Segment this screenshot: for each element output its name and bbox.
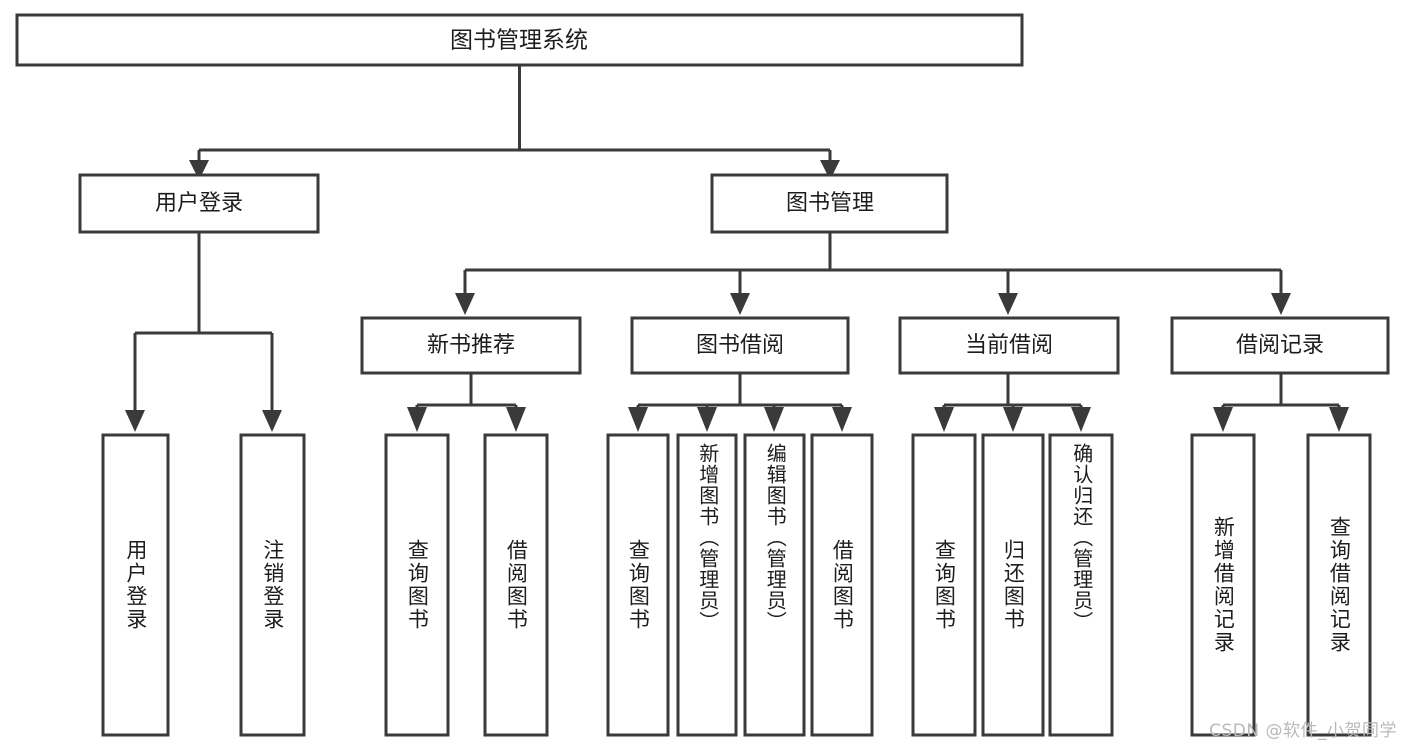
node-box-query-book-2[interactable] — [606, 433, 670, 737]
node-label-root: 图书管理系统 — [450, 28, 588, 54]
arrowhead-add-book-admin — [697, 407, 717, 432]
node-box-query-borrow-record[interactable] — [1306, 433, 1372, 737]
node-box-user-login-action[interactable] — [101, 433, 170, 737]
node-label-user-login: 用户登录 — [155, 191, 243, 216]
csdn-watermark: CSDN @软件_小贺同学 — [1209, 721, 1397, 741]
arrowhead-query-borrow-record — [1329, 407, 1349, 432]
connector-group-borrow-record — [1213, 373, 1349, 432]
node-box-query-book-3[interactable] — [911, 433, 977, 737]
arrowhead-user-logout-action — [262, 410, 282, 432]
node-user-login[interactable]: 用户登录 — [78, 173, 320, 234]
arrowhead-query-book-2 — [628, 407, 648, 432]
arrowhead-new-book-recommend — [455, 293, 475, 315]
connector-group-current-borrow — [934, 373, 1091, 432]
node-box-new-book-recommend[interactable] — [360, 316, 582, 375]
connector-group-book-manage — [455, 232, 1291, 315]
node-box-borrow-book-1[interactable] — [483, 433, 549, 737]
connector-group-user-login — [125, 232, 282, 432]
arrowhead-borrow-book-1 — [506, 407, 526, 432]
node-book-borrow[interactable]: 图书借阅 — [630, 316, 850, 375]
node-label-current-borrow: 当前借阅 — [965, 333, 1053, 358]
node-box-add-book-admin[interactable] — [676, 433, 738, 737]
node-box-current-borrow[interactable] — [898, 316, 1120, 375]
node-box-confirm-return-admin[interactable] — [1048, 433, 1114, 737]
arrowhead-borrow-record — [1271, 293, 1291, 315]
node-box-borrow-book-2[interactable] — [810, 433, 874, 737]
arrowhead-add-borrow-record — [1213, 407, 1233, 432]
arrowhead-borrow-book-2 — [832, 407, 852, 432]
node-box-query-book-1[interactable] — [384, 433, 450, 737]
node-label-borrow-record: 借阅记录 — [1236, 333, 1324, 358]
node-label-new-book-recommend: 新书推荐 — [427, 333, 515, 358]
arrowhead-user-login-action — [125, 410, 145, 432]
arrowhead-book-borrow — [730, 293, 750, 315]
node-label-book-borrow: 图书借阅 — [696, 333, 784, 358]
arrowhead-query-book-1 — [407, 407, 427, 432]
node-label-book-manage: 图书管理 — [786, 191, 874, 216]
arrowhead-book-manage — [820, 160, 840, 180]
node-new-book-recommend[interactable]: 新书推荐 — [360, 316, 582, 375]
arrowhead-query-book-3 — [934, 407, 954, 432]
node-box-return-book[interactable] — [981, 433, 1045, 737]
node-box-edit-book-admin[interactable] — [743, 433, 806, 737]
node-book-manage[interactable]: 图书管理 — [710, 173, 949, 234]
node-box-book-borrow[interactable] — [630, 316, 850, 375]
node-root[interactable]: 图书管理系统 — [15, 13, 1024, 67]
arrowhead-current-borrow — [998, 293, 1018, 315]
connector-group-root — [189, 65, 840, 180]
connector-group-book-borrow — [628, 373, 852, 432]
node-borrow-record[interactable]: 借阅记录 — [1170, 316, 1390, 375]
node-box-user-logout-action[interactable] — [239, 433, 306, 737]
arrowhead-edit-book-admin — [764, 407, 784, 432]
node-box-user-login[interactable] — [78, 173, 320, 234]
node-box-add-borrow-record[interactable] — [1190, 433, 1256, 737]
node-current-borrow[interactable]: 当前借阅 — [898, 316, 1120, 375]
arrowhead-user-login — [189, 160, 209, 180]
arrowhead-confirm-return-admin — [1071, 407, 1091, 432]
arrowhead-return-book — [1003, 407, 1023, 432]
leaf-boxes — [101, 433, 1372, 737]
node-box-borrow-record[interactable] — [1170, 316, 1390, 375]
node-box-root[interactable] — [15, 13, 1024, 67]
connector-group-new-book-recommend — [407, 373, 526, 432]
node-box-book-manage[interactable] — [710, 173, 949, 234]
